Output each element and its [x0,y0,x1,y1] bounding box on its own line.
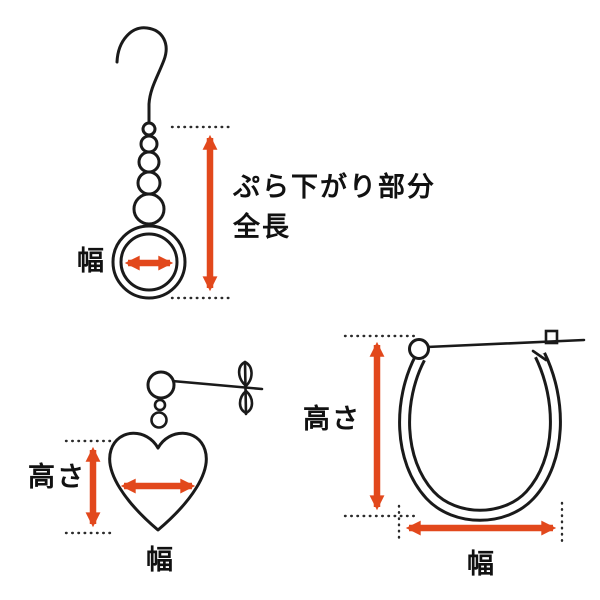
clutch-wing-lower [238,389,254,415]
hook-loop [141,121,157,137]
clutch-stem [243,360,248,416]
stud-bead-2 [150,411,168,429]
hoop-hinge-ring [408,338,430,360]
heart-height-label: 高さ [28,462,86,492]
ring-outer [111,224,187,300]
stud-ball [146,370,176,400]
hook-earring-figure [111,26,232,300]
stud-post [170,379,264,391]
hoop-latch-pin [425,338,586,349]
heart-width-label: 幅 [146,545,175,575]
bead-1 [139,134,159,154]
hoop-height-label: 高さ [303,404,361,434]
stud-bead-1 [153,398,167,412]
dangle-length-label-line2: 全長 [233,212,291,242]
ring-width-label: 幅 [77,246,106,276]
heart-charm [108,431,208,532]
bead-4 [132,192,166,226]
bead-3 [136,170,162,196]
dangle-length-label-line1: ぷら下がり部分 [233,172,436,202]
ear-hook-wire [115,26,168,124]
heart-stud-earring-figure [64,360,264,535]
ring-inner [119,232,179,292]
hoop-latch-catch [544,329,559,345]
hoop-width-label: 幅 [467,549,496,579]
hoop-earring-figure [343,329,586,545]
clutch-wing-upper [237,360,253,388]
bead-2 [137,150,161,174]
hoop-band-inner [401,353,559,519]
hoop-band-end-cap [531,349,548,362]
